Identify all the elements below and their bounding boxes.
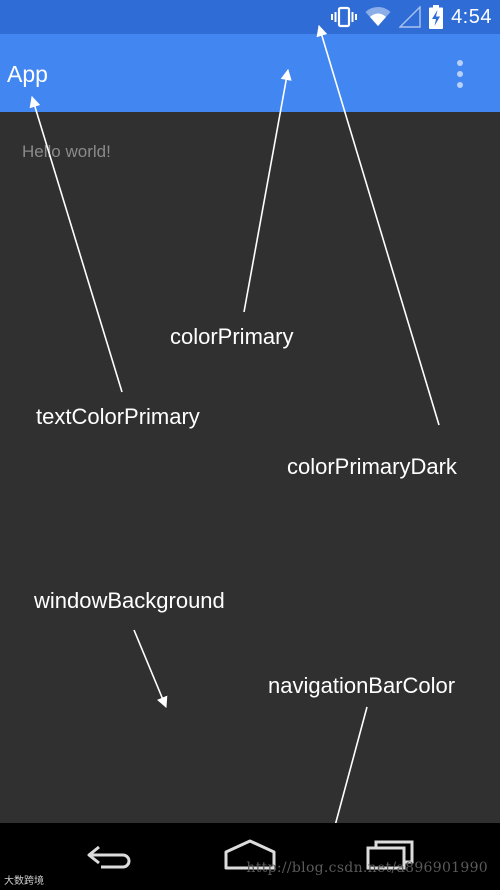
status-icons: 4:54 xyxy=(331,0,492,34)
vibrate-icon xyxy=(331,6,358,28)
wifi-icon xyxy=(365,6,391,28)
battery-charging-icon xyxy=(429,5,444,29)
navigation-bar xyxy=(0,823,500,890)
signal-icon xyxy=(399,6,421,28)
back-icon[interactable] xyxy=(78,835,142,875)
annotation-color-primary-dark: colorPrimaryDark xyxy=(287,454,457,479)
overflow-menu-icon[interactable] xyxy=(448,58,472,90)
annotation-text-color-primary: textColorPrimary xyxy=(36,404,200,429)
app-title: App xyxy=(7,61,48,87)
hello-world-text: Hello world! xyxy=(22,142,111,161)
app-bar: App xyxy=(0,34,500,112)
status-bar: 4:54 xyxy=(0,0,500,34)
annotation-color-primary: colorPrimary xyxy=(170,324,294,349)
watermark-url: http://blog.csdn.net/a896901990 xyxy=(246,860,488,876)
corner-logo: 大数跨境 xyxy=(4,876,44,887)
recents-icon[interactable] xyxy=(358,835,422,875)
annotation-navigation-bar-color: navigationBarColor xyxy=(268,673,456,698)
status-time: 4:54 xyxy=(451,5,492,28)
home-icon[interactable] xyxy=(218,835,282,875)
annotation-window-background: windowBackground xyxy=(34,588,225,613)
